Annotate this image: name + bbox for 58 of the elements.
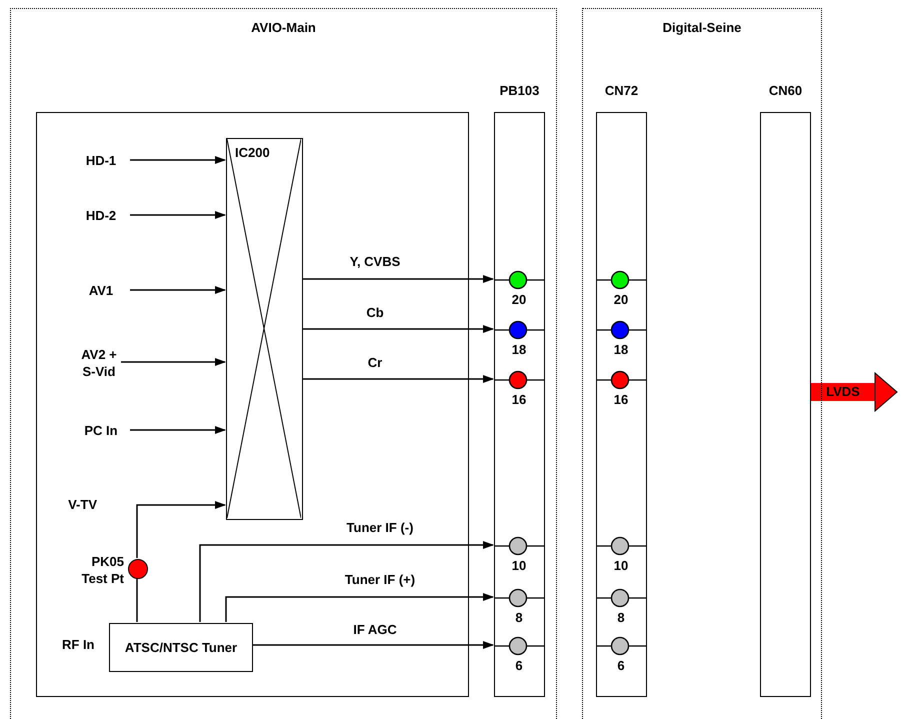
connector-pin bbox=[494, 321, 545, 339]
signal-label: AV2 + S-Vid bbox=[76, 346, 122, 380]
edge-label: Y, CVBS bbox=[348, 254, 402, 270]
group-title: Digital-Seine bbox=[662, 20, 742, 35]
edge-label: LVDS bbox=[825, 384, 861, 400]
edge-label: Tuner IF (+) bbox=[342, 572, 418, 588]
connector-pin bbox=[494, 537, 545, 555]
arrow bbox=[121, 358, 226, 366]
pin-number: 18 bbox=[612, 341, 630, 358]
edge-label: Tuner IF (-) bbox=[344, 520, 416, 536]
pin-number: 8 bbox=[616, 609, 626, 626]
test-point-label: PK05 Test Pt bbox=[80, 553, 124, 587]
signal-label: HD-2 bbox=[71, 207, 131, 225]
board-group bbox=[582, 8, 822, 719]
connector-pin bbox=[596, 271, 647, 289]
arrow bbox=[130, 211, 226, 219]
pin-number: 20 bbox=[510, 291, 528, 308]
connector-pin bbox=[596, 637, 647, 655]
signal-arrow bbox=[810, 372, 898, 412]
connector-label: CN72 bbox=[604, 83, 640, 98]
pin-number: 10 bbox=[612, 557, 630, 574]
connector-pin bbox=[596, 371, 647, 389]
connector-pin bbox=[494, 271, 545, 289]
connector-pin bbox=[494, 589, 545, 607]
signal-label: RF In bbox=[62, 637, 94, 652]
arrow bbox=[199, 541, 494, 622]
signal-label: PC In bbox=[71, 422, 131, 440]
pin-number: 16 bbox=[510, 391, 528, 408]
arrow bbox=[130, 286, 226, 294]
connector-pin bbox=[596, 321, 647, 339]
connector-label: PB103 bbox=[498, 83, 540, 98]
connector-pin bbox=[596, 589, 647, 607]
pin-number: 18 bbox=[510, 341, 528, 358]
connector-pin bbox=[494, 371, 545, 389]
arrow bbox=[130, 156, 226, 164]
connector-line bbox=[136, 578, 138, 622]
arrow bbox=[130, 426, 226, 434]
signal-label: AV1 bbox=[71, 282, 131, 300]
connector-label: CN60 bbox=[768, 83, 804, 98]
pin-number: 6 bbox=[514, 657, 524, 674]
arrow bbox=[302, 275, 494, 283]
pin-number: 8 bbox=[514, 609, 524, 626]
connector-pin bbox=[494, 637, 545, 655]
signal-label: HD-1 bbox=[71, 152, 131, 170]
test-point bbox=[128, 559, 148, 579]
arrow bbox=[136, 501, 226, 558]
pin-number: 6 bbox=[616, 657, 626, 674]
tuner-block: ATSC/NTSC Tuner bbox=[109, 623, 253, 672]
pin-number: 16 bbox=[612, 391, 630, 408]
group-title: AVIO-Main bbox=[250, 20, 317, 35]
arrow bbox=[302, 325, 494, 333]
connector-pin bbox=[596, 537, 647, 555]
pin-number: 10 bbox=[510, 557, 528, 574]
arrow bbox=[252, 641, 494, 649]
pin-number: 20 bbox=[612, 291, 630, 308]
block-label: IC200 bbox=[235, 145, 270, 160]
arrow bbox=[302, 375, 494, 383]
arrow bbox=[225, 593, 494, 622]
